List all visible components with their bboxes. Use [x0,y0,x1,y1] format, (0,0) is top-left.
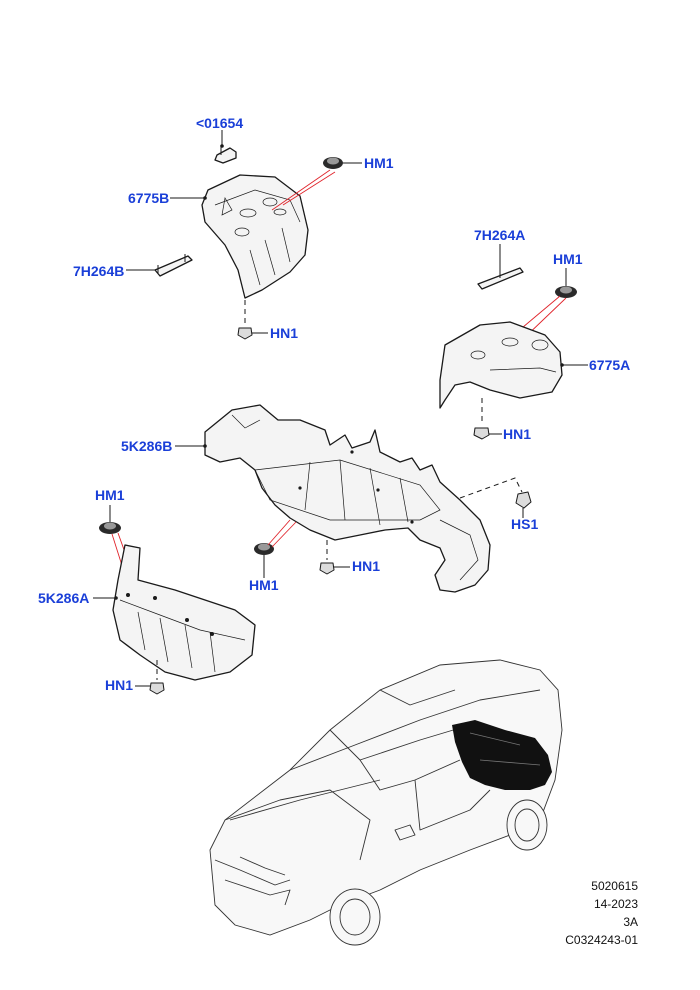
bracket-7H264A[interactable] [477,267,524,290]
callout-hm1-right[interactable]: HM1 [553,251,583,267]
nut-hn1-center[interactable] [319,562,335,575]
callout-hm1-center[interactable]: HM1 [249,577,279,593]
nut-hn1-top[interactable] [237,327,253,340]
nut-hn1-right[interactable] [473,427,490,440]
heat-shield-5K286A[interactable] [112,544,256,681]
nut-hn1-bottom[interactable] [149,682,165,695]
clip-hm1-center[interactable] [254,543,274,555]
callout-hn1-top[interactable]: HN1 [270,325,299,341]
callout-7H264B[interactable]: 7H264B [73,263,125,279]
reference-date: 14-2023 [593,897,638,911]
bracket-7H264B[interactable] [154,254,193,277]
callout-hm1-left[interactable]: HM1 [95,487,125,503]
callout-7H264A[interactable]: 7H264A [474,227,526,243]
callout-01654[interactable]: <01654 [196,115,244,131]
clip-hm1-left[interactable] [99,522,121,534]
callout-6775A[interactable]: 6775A [589,357,631,373]
underbody-shield-5K286B[interactable] [204,404,491,593]
callout-hn1-right[interactable]: HN1 [503,426,532,442]
heat-shield-6775B[interactable] [201,174,309,299]
heat-shield-6775A[interactable] [439,321,563,409]
callout-5K286B[interactable]: 5K286B [121,438,173,454]
screw-hs1[interactable] [515,491,532,509]
clip-hm1-top[interactable] [323,157,343,169]
bracket-01654[interactable] [214,146,237,164]
vehicle-illustration [209,659,563,946]
reference-illustration-id: C0324243-01 [565,933,638,947]
reference-revision: 3A [623,915,638,929]
callout-6775B[interactable]: 6775B [128,190,170,206]
reference-number: 5020615 [591,879,638,893]
callout-5K286A[interactable]: 5K286A [38,590,90,606]
callout-hs1[interactable]: HS1 [511,516,539,532]
callout-hm1-top[interactable]: HM1 [364,155,394,171]
clip-hm1-right[interactable] [555,286,577,298]
callout-hn1-center[interactable]: HN1 [352,558,381,574]
callout-hn1-bottom[interactable]: HN1 [105,677,134,693]
